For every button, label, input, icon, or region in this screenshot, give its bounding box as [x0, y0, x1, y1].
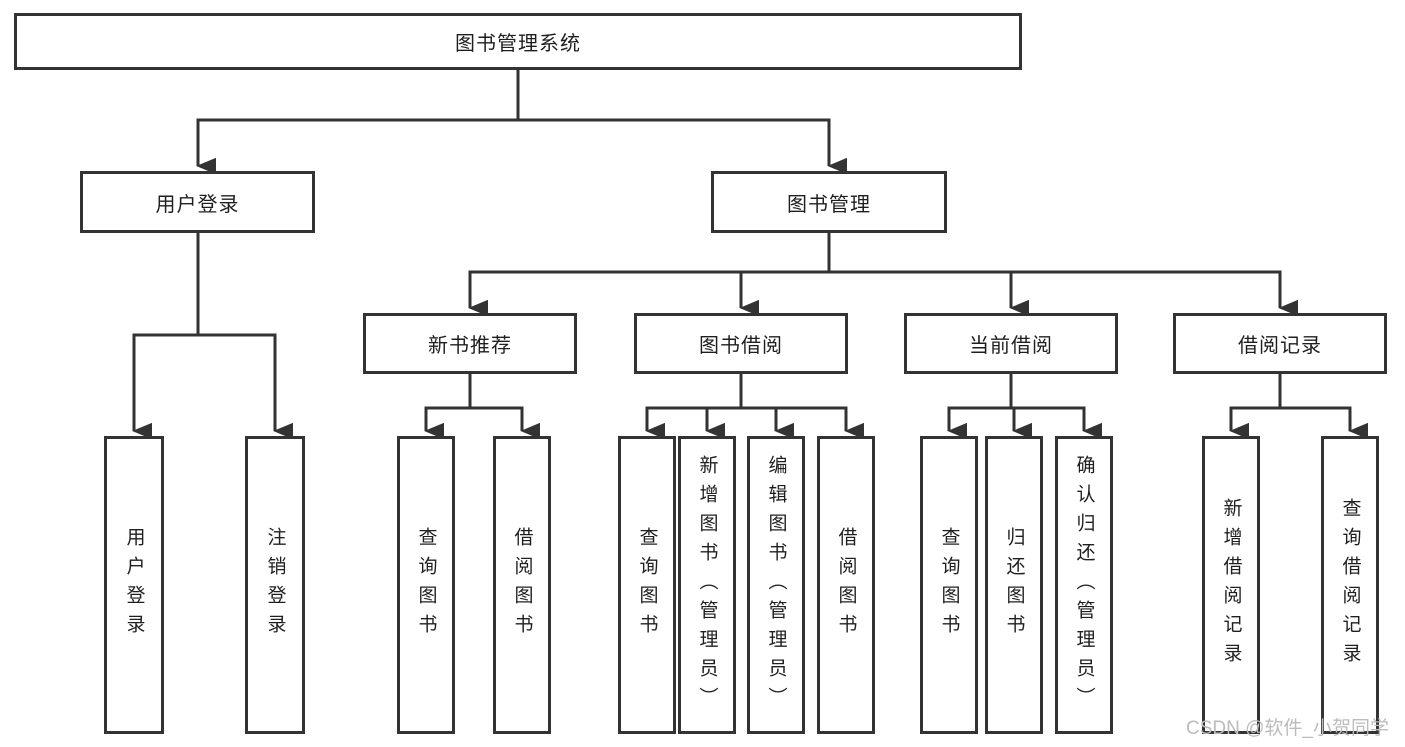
node-borrow-record-label: 借阅记录 — [1238, 335, 1322, 357]
root-node-label: 图书管理系统 — [455, 33, 581, 55]
leaf-logout: 注销登录 — [245, 436, 305, 734]
leaf-query-book-borrow-label: 查询图书 — [636, 527, 658, 643]
node-book-management-label: 图书管理 — [787, 193, 871, 216]
node-borrow-record: 借阅记录 — [1173, 313, 1387, 374]
root-node-library-system: 图书管理系统 — [14, 13, 1022, 70]
leaf-return-book: 归还图书 — [985, 436, 1043, 734]
leaf-query-book-current: 查询图书 — [920, 436, 978, 734]
node-new-book-recommend-label: 新书推荐 — [428, 335, 512, 357]
leaf-add-book-admin: 新增图书（管理员） — [678, 436, 736, 734]
leaf-borrow-book: 借阅图书 — [817, 436, 875, 734]
leaf-edit-book-admin-label: 编辑图书（管理员） — [765, 454, 787, 716]
leaf-add-book-admin-label: 新增图书（管理员） — [696, 454, 718, 716]
node-user-login: 用户登录 — [80, 171, 315, 233]
leaf-confirm-return-admin-label: 确认归还（管理员） — [1073, 454, 1095, 716]
leaf-user-login-label: 用户登录 — [123, 527, 145, 643]
node-book-borrow: 图书借阅 — [634, 313, 848, 374]
leaf-borrow-book-recommend: 借阅图书 — [493, 436, 551, 734]
leaf-add-borrow-record: 新增借阅记录 — [1202, 436, 1260, 734]
leaf-user-login: 用户登录 — [104, 436, 164, 734]
node-user-login-label: 用户登录 — [155, 193, 240, 216]
node-new-book-recommend: 新书推荐 — [363, 313, 577, 374]
node-book-management: 图书管理 — [711, 171, 947, 233]
leaf-query-book-recommend: 查询图书 — [397, 436, 455, 734]
leaf-logout-label: 注销登录 — [264, 527, 286, 643]
leaf-query-borrow-record-label: 查询借阅记录 — [1339, 498, 1361, 672]
leaf-edit-book-admin: 编辑图书（管理员） — [747, 436, 805, 734]
node-book-borrow-label: 图书借阅 — [699, 335, 783, 357]
leaf-return-book-label: 归还图书 — [1003, 527, 1025, 643]
leaf-query-book-borrow: 查询图书 — [618, 436, 676, 734]
leaf-borrow-book-label: 借阅图书 — [835, 527, 857, 643]
node-current-borrow-label: 当前借阅 — [969, 335, 1053, 357]
leaf-confirm-return-admin: 确认归还（管理员） — [1055, 436, 1113, 734]
leaf-query-book-recommend-label: 查询图书 — [415, 527, 437, 643]
csdn-watermark: CSDN @软件_小贺同学 — [1186, 718, 1389, 739]
node-current-borrow: 当前借阅 — [904, 313, 1118, 374]
leaf-query-book-current-label: 查询图书 — [938, 527, 960, 643]
leaf-add-borrow-record-label: 新增借阅记录 — [1220, 498, 1242, 672]
leaf-borrow-book-recommend-label: 借阅图书 — [511, 527, 533, 643]
leaf-query-borrow-record: 查询借阅记录 — [1321, 436, 1379, 734]
